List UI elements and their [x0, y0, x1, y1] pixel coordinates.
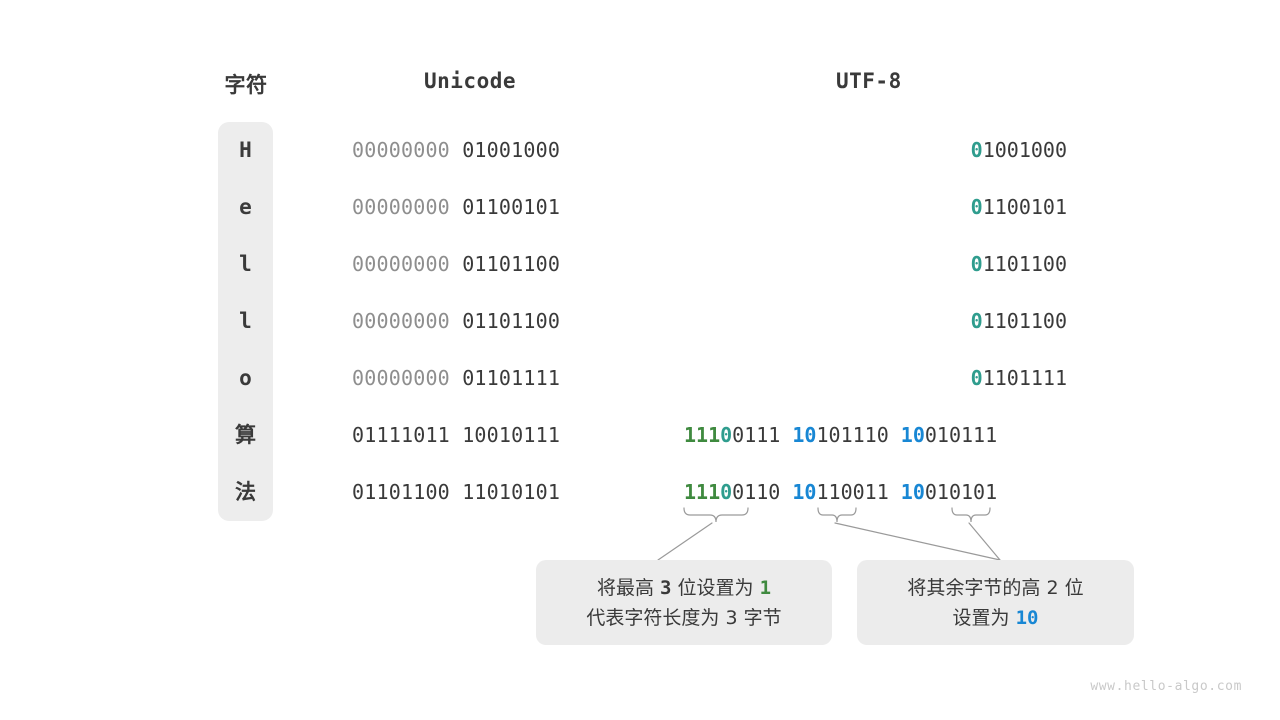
unicode-cell: 01111011 10010111 — [352, 407, 560, 464]
callout-1-line1-mid: 位设置为 — [671, 576, 760, 599]
char-cell: l — [239, 309, 252, 333]
char-cell: o — [239, 366, 252, 390]
unicode-low-byte: 10010111 — [462, 423, 561, 447]
unicode-low-byte: 01100101 — [462, 195, 561, 219]
utf8-cell: 01101100 — [0, 293, 1067, 350]
callout-1-line1-pre: 将最高 — [596, 576, 661, 599]
callout-2-line-1: 将其余字节的高 2 位 — [907, 576, 1084, 599]
unicode-low-byte: 01101100 — [462, 252, 561, 276]
utf8-lead-bit: 0 — [970, 309, 983, 333]
callout-1-line1-highlight: 1 — [759, 576, 772, 599]
utf8-byte2-payload: 101110 — [816, 423, 889, 447]
callout-1-line-2: 代表字符长度为 3 字节 — [586, 606, 782, 629]
unicode-high-byte: 01101100 — [352, 480, 450, 504]
callout-1-line1-num: 3 — [660, 576, 672, 599]
callout-2-line-2: 设置为 10 — [953, 603, 1039, 633]
header-unicode: Unicode — [424, 69, 517, 93]
callout-2-line2-highlight: 10 — [1015, 606, 1039, 629]
utf8-payload: 1101100 — [982, 252, 1067, 276]
utf8-lead-bit: 0 — [970, 195, 983, 219]
utf8-lead-bit: 0 — [970, 138, 983, 162]
unicode-cell: 00000000 01101111 — [352, 350, 560, 407]
unicode-low-byte: 01101111 — [462, 366, 561, 390]
utf8-byte1-zero: 0 — [720, 480, 733, 504]
utf8-cell: 01101111 — [0, 350, 1067, 407]
unicode-low-byte: 01001000 — [462, 138, 561, 162]
unicode-high-byte: 01111011 — [352, 423, 450, 447]
header-char: 字符 — [224, 73, 268, 97]
utf8-payload: 1101100 — [982, 309, 1067, 333]
unicode-cell: 00000000 01001000 — [352, 122, 560, 179]
unicode-low-byte: 11010101 — [462, 480, 561, 504]
char-cell: 法 — [235, 480, 256, 504]
utf8-byte2-marker: 10 — [792, 423, 817, 447]
unicode-cell: 00000000 01101100 — [352, 293, 560, 350]
unicode-high-byte: 00000000 — [352, 138, 450, 162]
char-cell: H — [239, 138, 252, 162]
unicode-cell: 00000000 01100101 — [352, 179, 560, 236]
utf8-byte1-zero: 0 — [720, 423, 733, 447]
utf8-cell: 11100111 10101110 10010111 — [684, 407, 997, 464]
watermark: www.hello-algo.com — [1090, 679, 1242, 694]
utf8-byte1-marker: 111 — [684, 423, 721, 447]
leader-byte2 — [834, 522, 1001, 561]
utf8-payload: 1101111 — [982, 366, 1067, 390]
utf8-cell: 01101100 — [0, 236, 1067, 293]
utf8-byte3-marker: 10 — [900, 480, 925, 504]
unicode-high-byte: 00000000 — [352, 366, 450, 390]
utf8-cell: 01100101 — [0, 179, 1067, 236]
callout-2-line2-pre: 设置为 — [952, 606, 1016, 629]
callout-lead-byte: 将最高 3 位设置为 1 代表字符长度为 3 字节 — [536, 560, 832, 645]
callout-1-line-1: 将最高 3 位设置为 1 — [597, 573, 771, 603]
callout-continuation-byte: 将其余字节的高 2 位 设置为 10 — [857, 560, 1134, 645]
char-cell: e — [239, 195, 252, 219]
unicode-cell: 01101100 11010101 — [352, 464, 560, 521]
utf8-payload: 1001000 — [982, 138, 1067, 162]
char-column-chip — [218, 122, 273, 521]
unicode-cell: 00000000 01101100 — [352, 236, 560, 293]
unicode-low-byte: 01101100 — [462, 309, 561, 333]
utf8-lead-bit: 0 — [970, 366, 983, 390]
unicode-high-byte: 00000000 — [352, 309, 450, 333]
utf8-byte1-marker: 111 — [684, 480, 721, 504]
unicode-high-byte: 00000000 — [352, 195, 450, 219]
utf8-byte2-marker: 10 — [792, 480, 817, 504]
leader-byte1 — [657, 522, 713, 561]
utf8-cell: 11100110 10110011 10010101 — [684, 464, 997, 521]
utf8-payload: 1100101 — [982, 195, 1067, 219]
utf8-byte3-payload: 010111 — [924, 423, 998, 447]
char-cell: 算 — [235, 423, 256, 447]
utf8-byte1-payload: 0111 — [732, 423, 781, 447]
utf8-byte2-payload: 110011 — [816, 480, 889, 504]
header-utf8: UTF-8 — [836, 69, 902, 93]
char-cell: l — [239, 252, 252, 276]
utf8-byte3-marker: 10 — [900, 423, 925, 447]
leader-byte3 — [968, 522, 1001, 561]
utf8-cell: 01001000 — [0, 122, 1067, 179]
unicode-high-byte: 00000000 — [352, 252, 450, 276]
utf8-byte3-payload: 010101 — [924, 480, 998, 504]
utf8-lead-bit: 0 — [970, 252, 983, 276]
utf8-byte1-payload: 0110 — [732, 480, 781, 504]
